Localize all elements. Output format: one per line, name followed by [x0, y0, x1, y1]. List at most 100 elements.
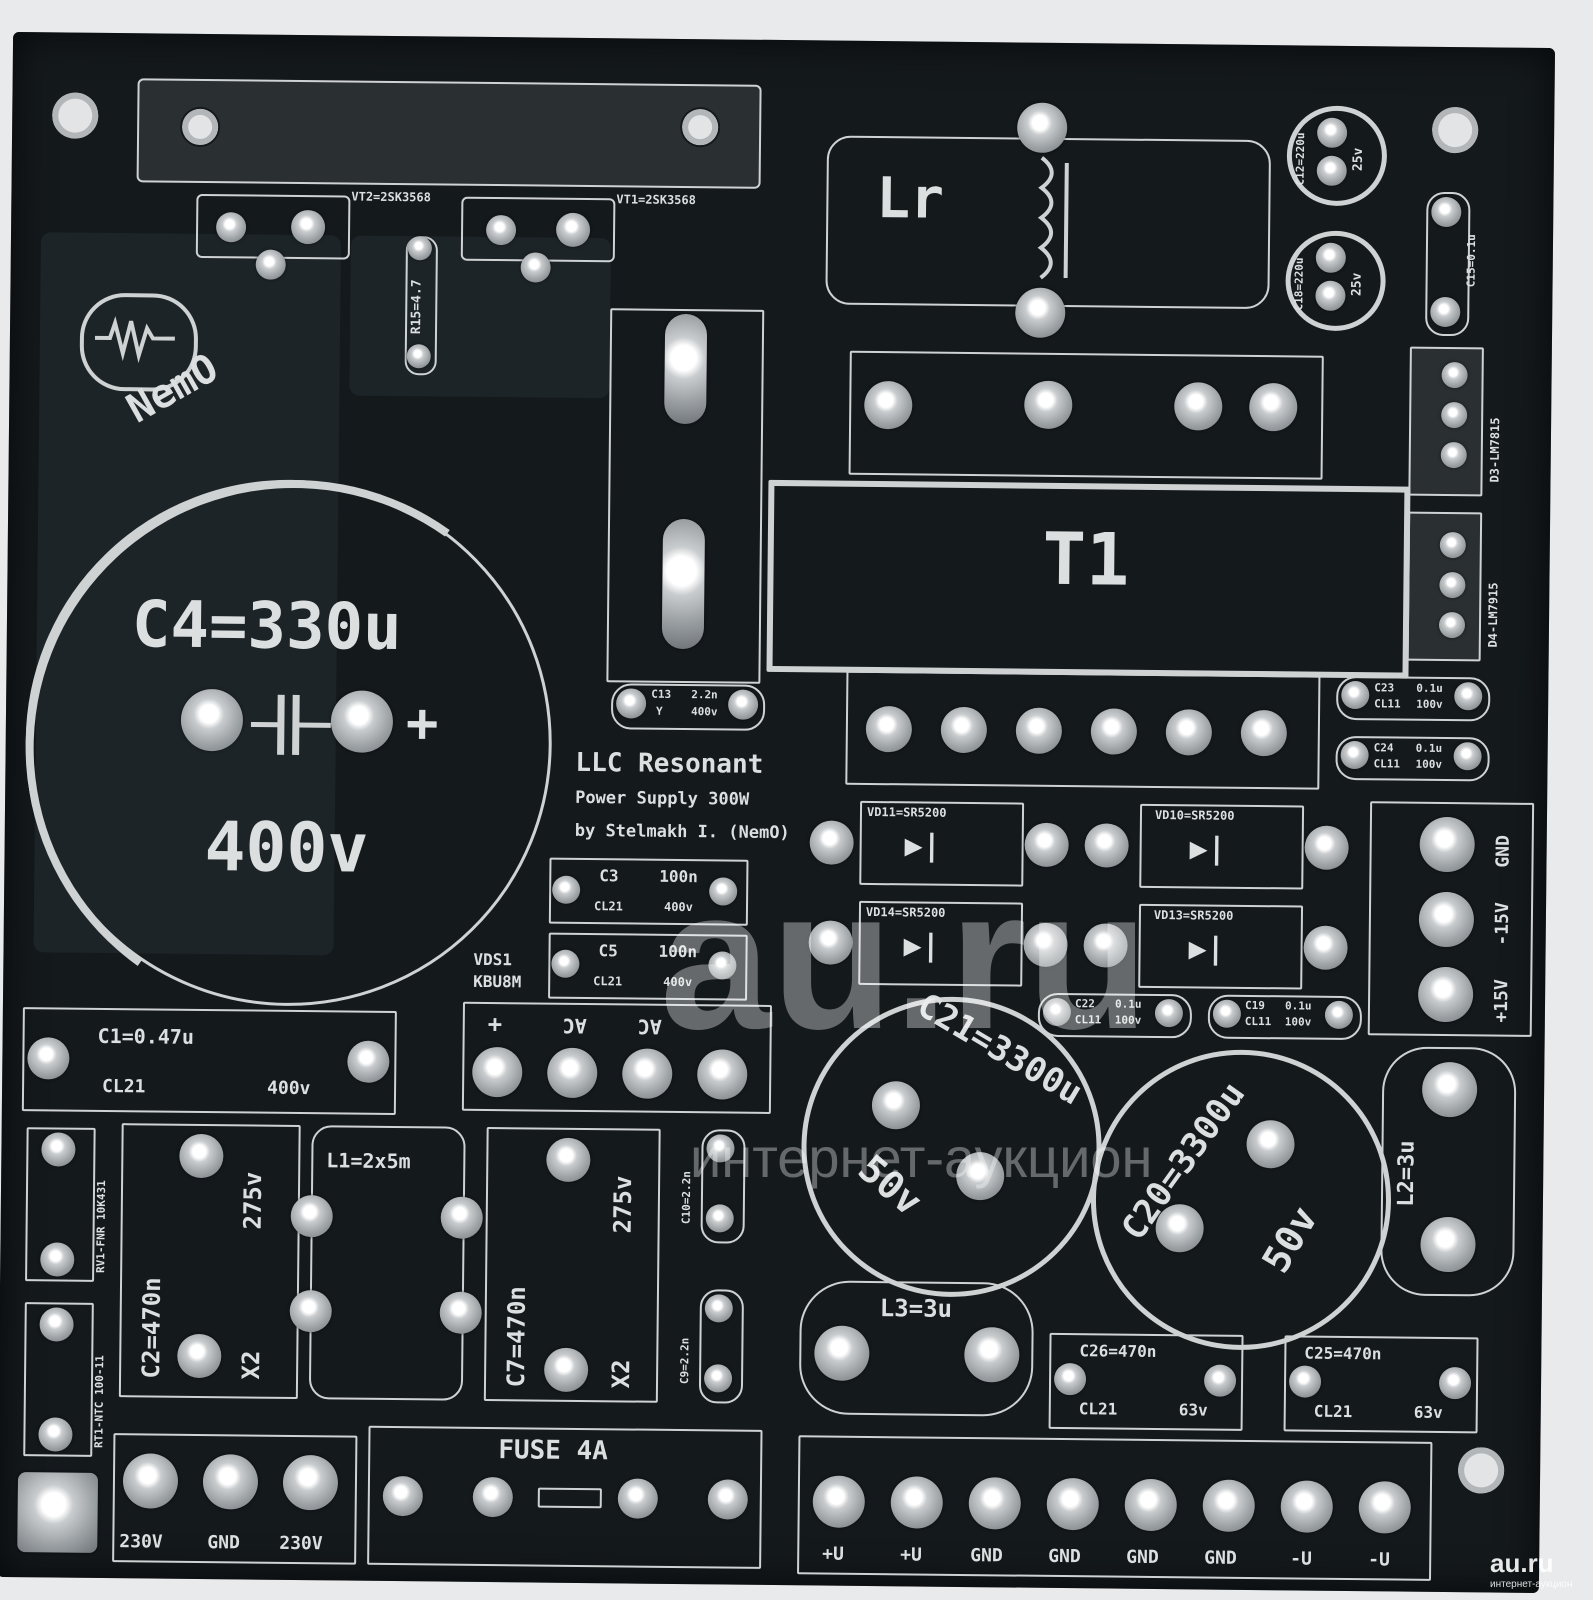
c13-value: 2.2n	[691, 688, 718, 702]
c3-type: CL21	[593, 899, 623, 914]
c5-label: C5	[598, 941, 618, 961]
l2-pad-2	[1420, 1216, 1476, 1273]
t1-pad-s1	[865, 705, 913, 753]
c23-voltage: 100v	[1416, 697, 1443, 711]
title-line-2: Power Supply 300W	[575, 787, 750, 810]
title-line-1: LLC Resonant	[575, 747, 764, 780]
cr-pads-top	[664, 313, 708, 425]
lr-pad-top	[1016, 102, 1068, 154]
c19-type: CL11	[1244, 1014, 1272, 1029]
c24-value: 0.1u	[1415, 741, 1443, 755]
input-pad-1	[122, 1453, 179, 1509]
c19-pad-1	[1212, 999, 1242, 1028]
c19-value: 0.1u	[1284, 999, 1312, 1013]
output-label-7: -U	[1290, 1548, 1313, 1570]
l2-pad-1	[1421, 1061, 1478, 1118]
l1-pad-4	[439, 1291, 482, 1334]
c20-pad-neg	[1155, 1203, 1204, 1253]
l1-label: L1=2x5m	[326, 1148, 411, 1174]
vt1-pad-s	[520, 252, 551, 283]
c2-label: C2=470n	[137, 1277, 167, 1379]
t1-pad-s6	[1240, 709, 1288, 757]
c26-pad-1	[1053, 1362, 1087, 1396]
c9-label: C9=2.2n	[678, 1337, 692, 1385]
c15-label: C15=0.1u	[1464, 234, 1479, 288]
rt1-pad-1	[39, 1307, 74, 1342]
c19-label: C19	[1244, 998, 1265, 1013]
vd10-symbol: ▶|	[1189, 831, 1226, 867]
c5-pad-1	[551, 949, 580, 978]
bridge-plus-label: +	[487, 1009, 503, 1039]
c7-voltage: 275v	[608, 1175, 638, 1234]
vt1-pad-d	[555, 212, 591, 248]
c1-voltage: 400v	[266, 1077, 311, 1100]
vt2-label: VT2=2SK3568	[351, 189, 431, 205]
t1-pad-s2	[940, 706, 988, 754]
output-pad-2	[890, 1476, 944, 1529]
aux-m15-label: -15V	[1491, 902, 1514, 946]
c22-pad-2	[1154, 998, 1184, 1028]
t1-pad-s4	[1090, 708, 1138, 755]
lr-coil-icon	[1037, 156, 1069, 280]
l3-pad-1	[814, 1325, 870, 1382]
c23-label: C23	[1374, 681, 1395, 695]
c2-class: X2	[237, 1350, 266, 1380]
kbu-label: KBU8M	[473, 971, 522, 992]
c18-voltage: 25v	[1349, 272, 1365, 297]
d4-pad-2	[1439, 571, 1466, 599]
c20-pad-pos	[1246, 1119, 1295, 1169]
fuse-pad-1	[382, 1475, 424, 1517]
c12-label: C12=220u	[1293, 132, 1308, 186]
t1-pad-s5	[1165, 709, 1213, 756]
c19-pad-2	[1324, 1000, 1354, 1030]
heatsink-outline	[136, 78, 762, 189]
c10-pad-2	[705, 1204, 734, 1233]
l3-label: L3=3u	[879, 1294, 953, 1323]
c13-pad-2	[727, 689, 759, 720]
heatsink-hole-right	[681, 108, 719, 146]
output-pad-7	[1280, 1480, 1334, 1533]
l1-pad-1	[290, 1194, 333, 1238]
c13-pad-1	[615, 688, 647, 719]
c19-voltage: 100v	[1284, 1015, 1312, 1029]
d3-pad-3	[1440, 441, 1467, 469]
lr-pad-bottom	[1014, 287, 1066, 339]
d4-label: D4-LM7915	[1485, 582, 1501, 648]
watermark-corner-sub: интернет-аукцион	[1490, 1579, 1573, 1590]
c26-label: C26=470n	[1079, 1341, 1157, 1362]
c15-pad-1	[1431, 196, 1462, 228]
c18-pad-1	[1315, 242, 1346, 273]
c2-pad-1	[179, 1133, 224, 1179]
c25-label: C25=470n	[1304, 1343, 1382, 1364]
t1-pad-p1	[864, 380, 913, 430]
aux-pad-p15	[1417, 966, 1474, 1023]
d3-pad-2	[1441, 401, 1468, 429]
mounting-hole-top-right	[1431, 106, 1479, 154]
output-pad-6	[1202, 1479, 1256, 1533]
vd13-label: VD13=SR5200	[1153, 907, 1234, 923]
c4-voltage: 400v	[204, 808, 369, 889]
c21-pad-pos	[871, 1081, 921, 1130]
c7-pad-2	[543, 1347, 589, 1393]
c13-voltage: 400v	[690, 705, 718, 719]
title-line-3: by Stelmakh I. (NemO)	[574, 820, 790, 844]
heatsink-hole-left	[181, 108, 219, 146]
vd10-label: VD10=SR5200	[1154, 807, 1235, 823]
c1-pad-1	[27, 1037, 70, 1080]
vt2-pad-g	[215, 212, 247, 243]
fuse-pad-2	[472, 1476, 514, 1518]
c9-pad-2	[703, 1364, 733, 1393]
c24-pad-2	[1453, 742, 1482, 771]
c24-pad-1	[1340, 740, 1369, 770]
c23-pad-2	[1454, 682, 1483, 711]
vt1-pad-g	[485, 214, 517, 246]
t1-pad-p2	[1024, 380, 1073, 430]
c26-type: CL21	[1078, 1399, 1118, 1419]
c26-pad-2	[1203, 1364, 1237, 1397]
c9-pad-1	[704, 1294, 733, 1323]
d3-pad-1	[1441, 361, 1468, 389]
bridge-pad-1	[472, 1046, 523, 1098]
output-pad-3	[968, 1477, 1022, 1530]
bridge-ac-2-label: AC	[637, 1014, 662, 1039]
c26-voltage: 63v	[1178, 1400, 1208, 1420]
